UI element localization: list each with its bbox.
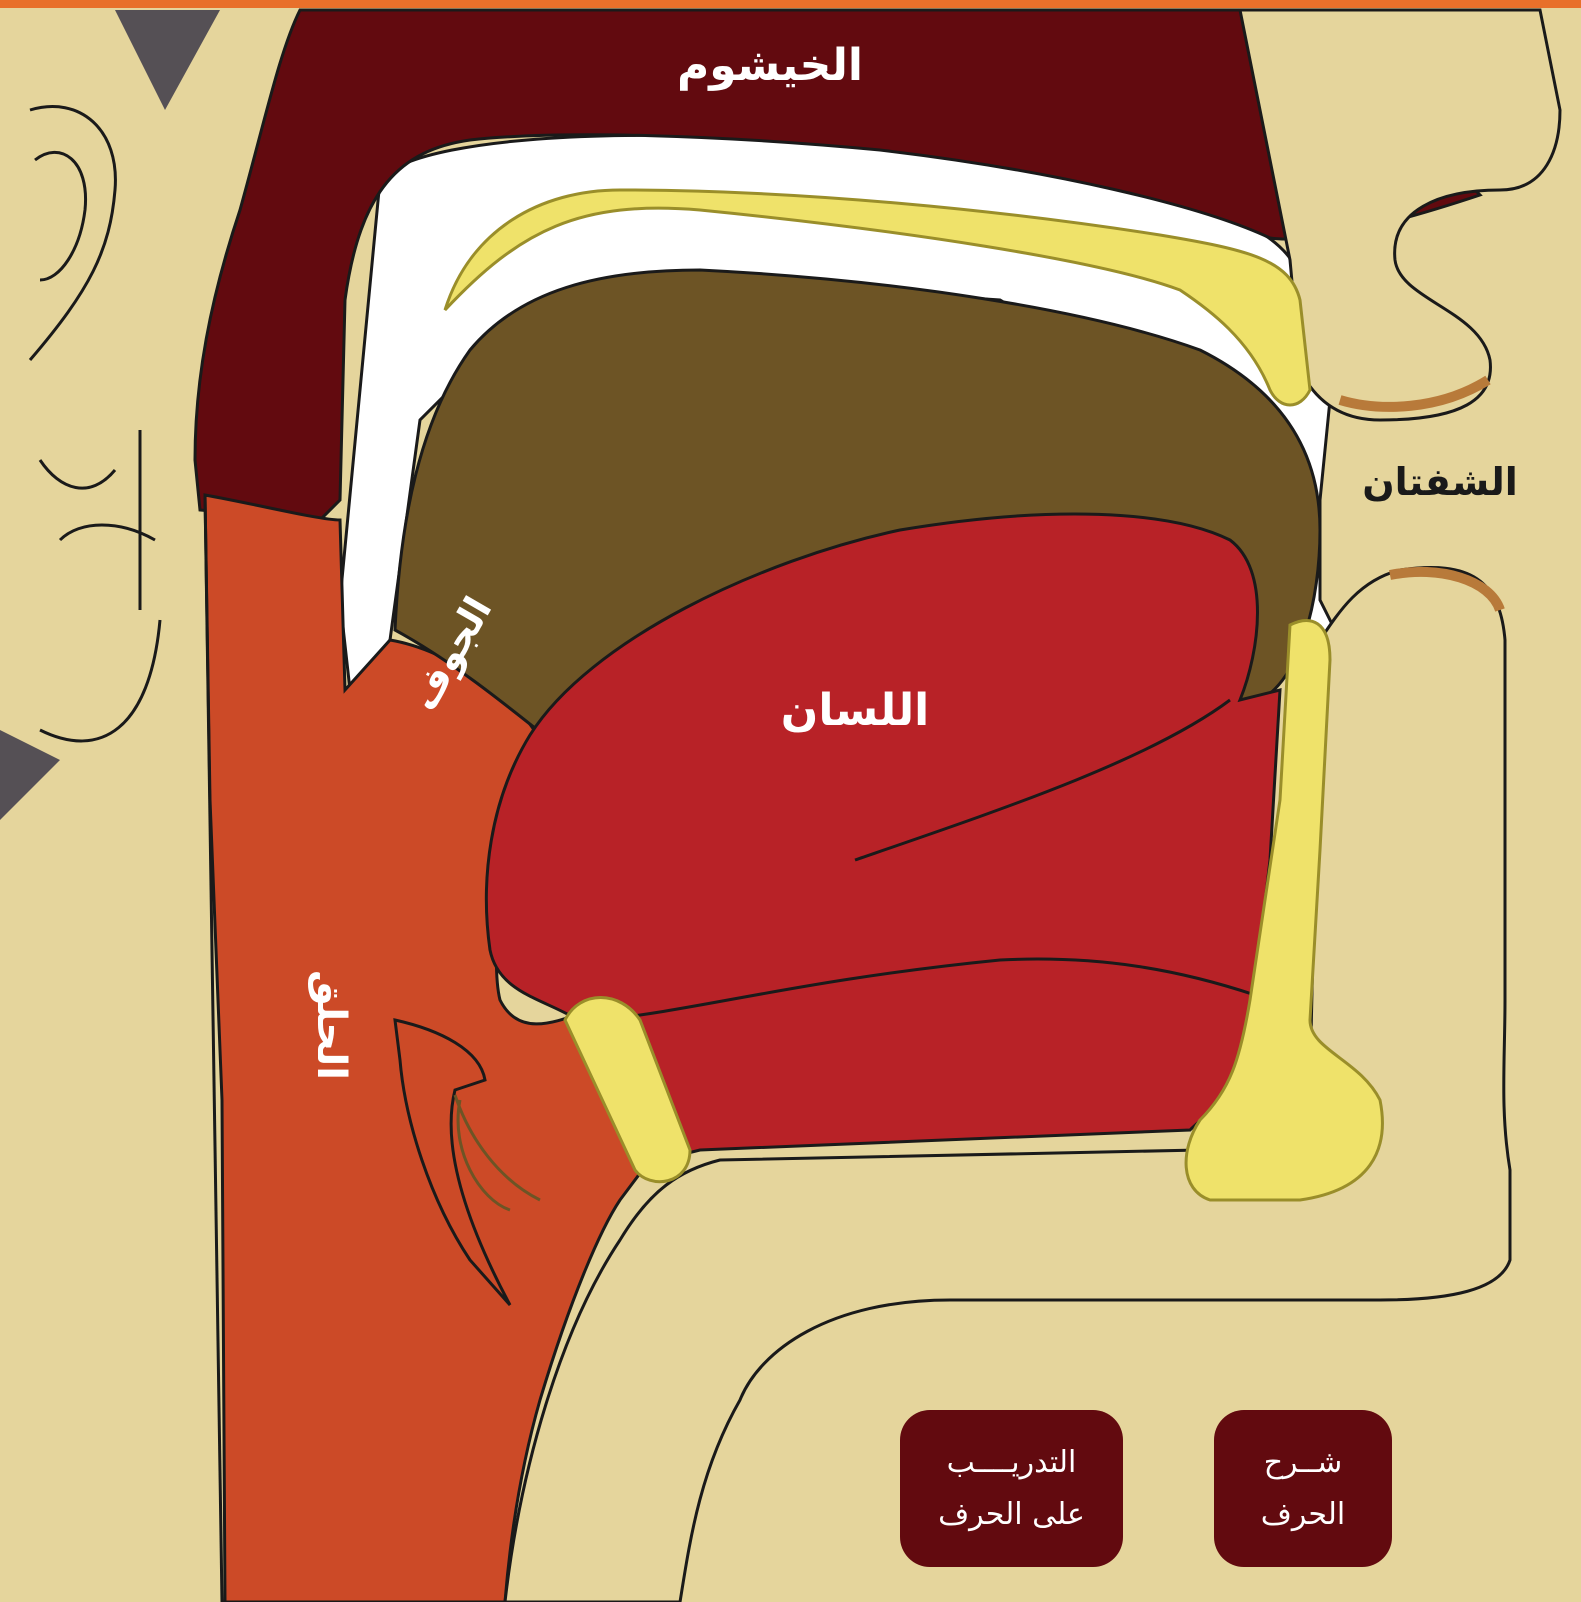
label-tongue: اللسان (781, 685, 929, 736)
explain-button-line2: الحرف (1261, 1489, 1346, 1541)
explain-button-line1: شــرح (1264, 1437, 1343, 1489)
practice-button-line1: التدريــــب (947, 1437, 1077, 1489)
label-throat: الحلق (308, 970, 354, 1080)
top-border (0, 0, 1581, 8)
practice-button-line2: على الحرف (938, 1489, 1085, 1541)
label-lips: الشفتان (1362, 460, 1518, 504)
label-nasal-cavity: الخيشوم (677, 40, 863, 91)
explain-letter-button[interactable]: شــرح الحرف (1214, 1410, 1392, 1567)
practice-letter-button[interactable]: التدريــــب على الحرف (900, 1410, 1123, 1567)
